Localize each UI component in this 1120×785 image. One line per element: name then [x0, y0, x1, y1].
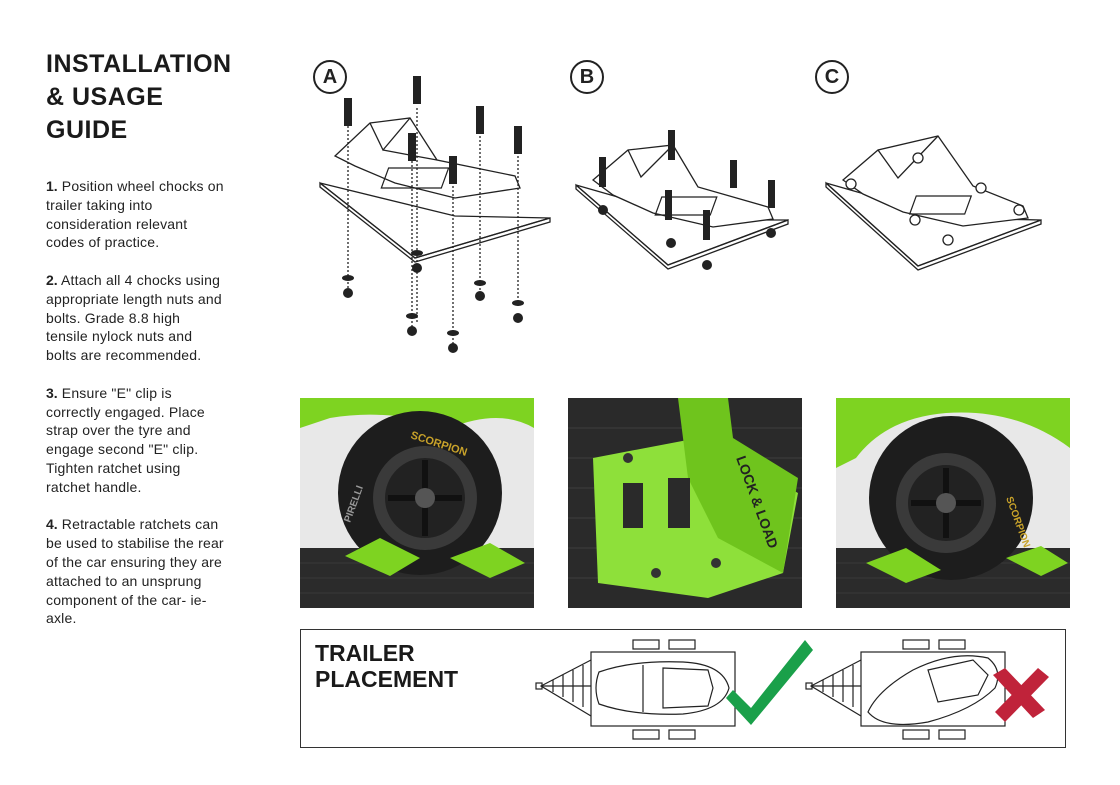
step-text: Position wheel chocks on trailer taking …	[46, 178, 224, 251]
title-line-2: & USAGE	[46, 83, 164, 111]
diagram-b-assembled	[575, 130, 789, 270]
placement-illustration	[535, 639, 1049, 740]
step-text: Attach all 4 chocks using appropriate le…	[46, 271, 222, 364]
step-text: Ensure "E" clip is correctly engaged. Pl…	[46, 384, 205, 495]
diagram-a-label: A	[313, 60, 347, 94]
trailer-placement-panel: TRAILER PLACEMENT	[300, 629, 1066, 748]
photo-chock-closeup: LOCK & LOAD	[568, 398, 802, 608]
step-1: 1. Position wheel chocks on trailer taki…	[46, 177, 226, 252]
placement-title: TRAILER PLACEMENT	[315, 640, 515, 692]
step-number: 4.	[46, 516, 58, 533]
title-line-3: GUIDE	[46, 116, 128, 144]
steps-list: 1. Position wheel chocks on trailer taki…	[46, 177, 226, 647]
guide-title: INSTALLATION & USAGE GUIDE	[46, 48, 276, 147]
diagram-c-label: C	[815, 60, 849, 94]
correct-trailer	[535, 639, 736, 740]
photo-tyre-strapped: SCORPION	[836, 398, 1070, 608]
diagram-b-label: B	[570, 60, 604, 94]
incorrect-trailer	[805, 639, 1006, 740]
trailer-plate-shape	[319, 182, 551, 259]
cross-icon	[993, 668, 1049, 722]
placement-title-line-2: PLACEMENT	[315, 666, 459, 692]
step-text: Retractable ratchets can be used to stab…	[46, 516, 224, 627]
diagram-c-installed	[825, 135, 1042, 271]
step-number: 2.	[46, 271, 58, 288]
diagram-a-exploded	[319, 76, 551, 353]
checkmark-icon	[726, 640, 813, 725]
step-number: 1.	[46, 178, 58, 194]
photo-chock-front: SCORPION PIRELLI	[300, 398, 534, 608]
placement-title-line-1: TRAILER	[315, 640, 415, 666]
step-2: 2. Attach all 4 chocks using appropriate…	[46, 271, 226, 365]
step-4: 4. Retractable ratchets can be used to s…	[46, 515, 226, 628]
step-number: 3.	[46, 384, 58, 401]
step-3: 3. Ensure "E" clip is correctly engaged.…	[46, 384, 226, 497]
title-line-1: INSTALLATION	[46, 50, 232, 78]
